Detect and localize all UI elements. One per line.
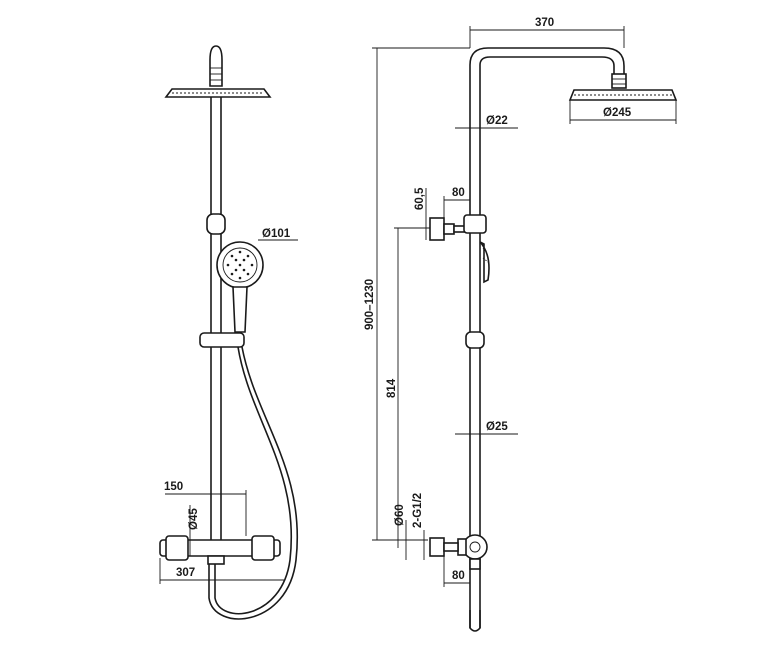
side-dim-arm-length: 370 (535, 17, 554, 29)
front-hose (214, 346, 292, 615)
side-dim-headshower-diameter: Ø245 (603, 107, 632, 119)
side-dim-total-height: 900–1230 (364, 279, 376, 330)
side-mid-holder (465, 331, 485, 349)
side-dim-bracket-height: 60,5 (414, 187, 426, 210)
side-view: 370 Ø245 Ø22 80 60,5 900–1230 (364, 17, 678, 632)
side-wall-connector (429, 537, 445, 557)
front-riser-top (209, 45, 223, 87)
side-hand-shower (479, 241, 490, 284)
front-hand-shower-handle (232, 286, 248, 333)
side-dim-thread: 2-G1/2 (412, 493, 424, 528)
side-dim-bracket-depth: 80 (452, 187, 465, 199)
side-dim-pipe-lower: Ø25 (486, 421, 508, 433)
front-view: 150 Ø45 307 Ø101 (159, 45, 298, 620)
front-dim-body-width: 307 (176, 567, 195, 579)
side-dim-connector-diameter: Ø60 (394, 504, 406, 526)
side-shower-arm (469, 47, 625, 78)
front-lower-holder (199, 332, 245, 348)
front-dim-handshower-diameter: Ø101 (262, 228, 291, 240)
front-dim-body-diameter: Ø45 (188, 508, 200, 530)
side-dim-wall-offset: 80 (452, 570, 465, 582)
front-dim-spout-offset: 150 (164, 481, 183, 493)
side-hose-outlet (469, 610, 481, 632)
side-dim-riser-height: 814 (386, 378, 398, 398)
front-upper-holder (206, 213, 226, 235)
side-wall-bracket (429, 217, 445, 241)
side-dim-pipe-upper: Ø22 (486, 115, 508, 127)
